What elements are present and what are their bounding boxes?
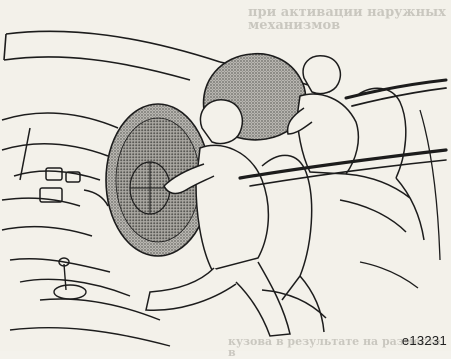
figure-code: e13231 [402,334,447,347]
airbag-illustration [0,0,451,351]
door-outline [360,110,440,288]
dashboard [2,113,118,272]
passenger-figure [288,56,359,174]
center-console [10,258,170,346]
manual-page: при активации наружных механизмов кузова… [0,0,451,351]
